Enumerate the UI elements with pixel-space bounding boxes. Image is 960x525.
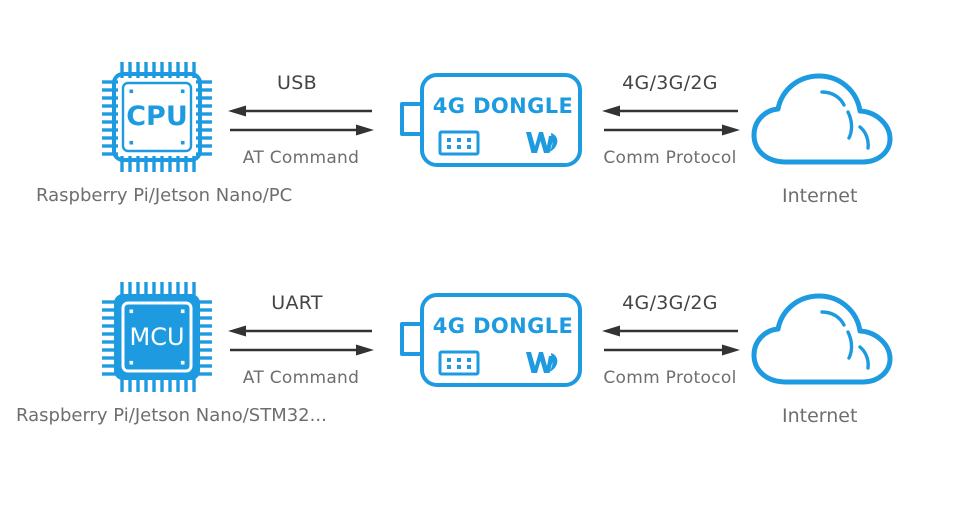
link-right-arrows bbox=[602, 320, 762, 420]
link-left-arrows bbox=[228, 320, 388, 420]
sim-pins-icon bbox=[438, 350, 480, 376]
cloud-icon bbox=[748, 70, 898, 170]
usb-connector-icon bbox=[400, 102, 422, 136]
network-caption: Internet bbox=[782, 185, 858, 207]
dongle-title: 4G DONGLE bbox=[433, 314, 574, 338]
link-right-bottom-label: Comm Protocol bbox=[603, 368, 737, 388]
host-caption: Raspberry Pi/Jetson Nano/STM32... bbox=[16, 405, 327, 426]
link-left-top-label: USB bbox=[277, 72, 317, 94]
cloud-icon bbox=[748, 290, 898, 390]
diagram-row-mcu: MCU Raspberry Pi/Jetson Nano/STM32... UA… bbox=[0, 250, 960, 480]
network-caption: Internet bbox=[782, 405, 858, 427]
cpu-chip-icon: CPU bbox=[98, 58, 216, 176]
chip-label: CPU bbox=[126, 101, 188, 132]
link-right-top-label: 4G/3G/2G bbox=[622, 72, 718, 94]
mcu-chip-icon: MCU bbox=[98, 278, 216, 396]
link-right-top-label: 4G/3G/2G bbox=[622, 292, 718, 314]
link-left-bottom-label: AT Command bbox=[242, 368, 360, 388]
host-caption: Raspberry Pi/Jetson Nano/PC bbox=[36, 185, 293, 206]
waveshare-logo-icon bbox=[526, 352, 558, 373]
dongle-device: 4G DONGLE bbox=[388, 70, 588, 170]
link-left-top-label: UART bbox=[271, 292, 323, 314]
dongle-device: 4G DONGLE bbox=[388, 290, 588, 390]
link-left-arrows bbox=[228, 100, 388, 200]
link-right-bottom-label: Comm Protocol bbox=[603, 148, 737, 168]
link-right-arrows bbox=[602, 100, 762, 200]
chip-label: MCU bbox=[129, 323, 184, 351]
dongle-title: 4G DONGLE bbox=[433, 94, 574, 118]
usb-connector-icon bbox=[400, 322, 422, 356]
waveshare-logo-icon bbox=[526, 132, 558, 153]
link-left-bottom-label: AT Command bbox=[242, 148, 360, 168]
sim-pins-icon bbox=[438, 130, 480, 156]
diagram-row-cpu: CPU Raspberry Pi/Jetson Nano/PC USB AT C… bbox=[0, 30, 960, 260]
